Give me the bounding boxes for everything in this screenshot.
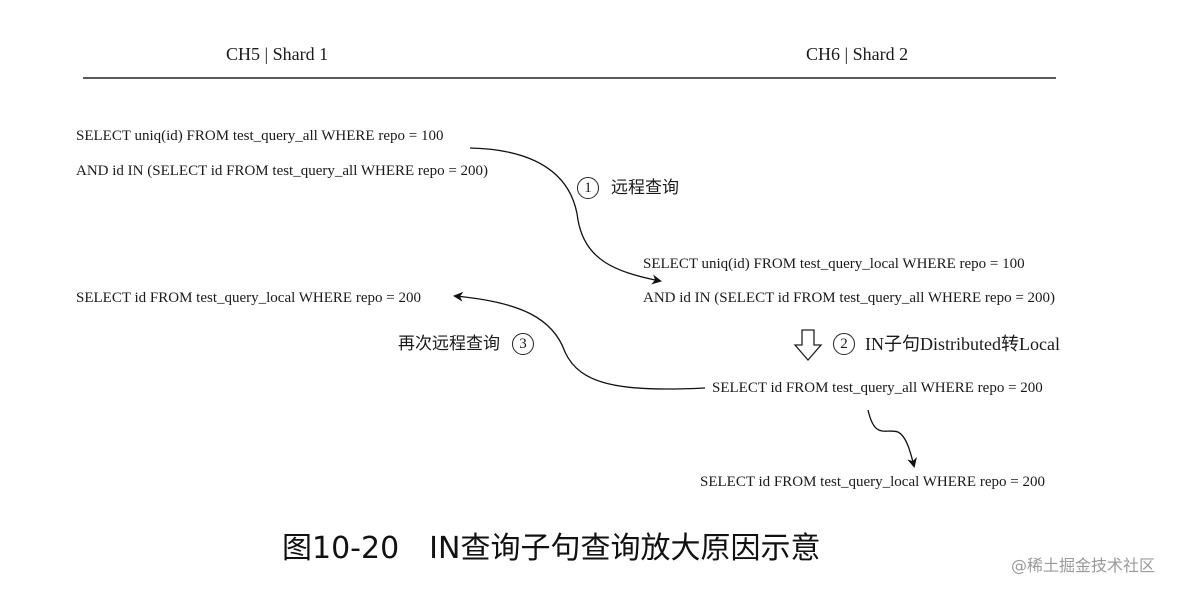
watermark: @稀土掘金技术社区 bbox=[1011, 556, 1156, 575]
step3-label: 再次远程查询 bbox=[398, 334, 500, 354]
step1-label: 远程查询 bbox=[611, 178, 679, 198]
step3-label-group: 再次远程查询 3 bbox=[398, 333, 534, 355]
step1-remote-query-arrow bbox=[469, 147, 662, 285]
shard2-query-line1: SELECT uniq(id) FROM test_query_local WH… bbox=[643, 256, 1025, 272]
shard1-subquery-local: SELECT id FROM test_query_local WHERE re… bbox=[76, 290, 421, 306]
shard2-subquery-local: SELECT id FROM test_query_local WHERE re… bbox=[700, 474, 1045, 490]
step1-number-circle: 1 bbox=[577, 177, 599, 199]
step3-number-circle: 3 bbox=[512, 333, 534, 355]
step1-label-group: 1 远程查询 bbox=[577, 177, 679, 199]
header-shard1: CH5 | Shard 1 bbox=[226, 44, 329, 64]
shard2-subquery-all: SELECT id FROM test_query_all WHERE repo… bbox=[712, 380, 1043, 396]
step2-label: IN子句Distributed转Local bbox=[865, 334, 1060, 354]
distributed-to-local-arrow bbox=[867, 409, 917, 468]
figure-caption: 图10-20 IN查询子句查询放大原因示意 bbox=[282, 531, 821, 566]
step2-number-circle: 2 bbox=[833, 333, 855, 355]
shard1-query-line2: AND id IN (SELECT id FROM test_query_all… bbox=[76, 163, 489, 179]
header-shard2: CH6 | Shard 2 bbox=[806, 44, 909, 64]
shard1-query-line1: SELECT uniq(id) FROM test_query_all WHER… bbox=[76, 128, 444, 144]
step2-label-group: 2 IN子句Distributed转Local bbox=[833, 333, 1060, 355]
shard2-query-line2: AND id IN (SELECT id FROM test_query_all… bbox=[643, 290, 1056, 306]
step2-down-arrow-icon bbox=[793, 329, 823, 361]
